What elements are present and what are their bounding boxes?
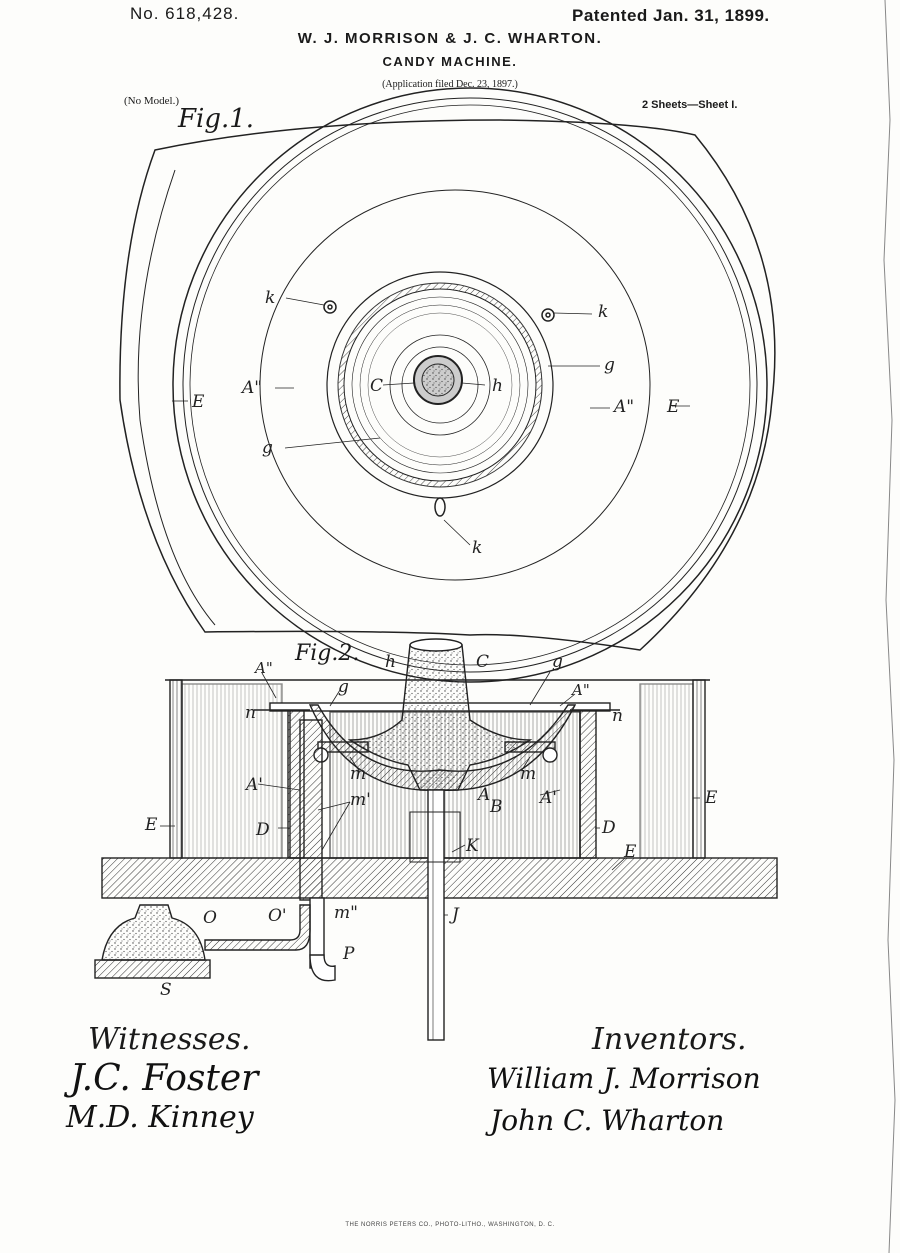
sheet-note: 2 Sheets—Sheet I. bbox=[642, 99, 738, 111]
fig2-ref-a1: A' bbox=[540, 788, 557, 808]
fig2-ref-n: n bbox=[612, 706, 623, 726]
fig1-ref-k: k bbox=[472, 538, 483, 558]
fig2-ref-d: D bbox=[256, 820, 270, 840]
fig2-ref-a2: A" bbox=[572, 681, 590, 699]
fig2-spinner-head bbox=[347, 644, 533, 791]
fig2-ref-m1: m' bbox=[350, 790, 371, 810]
inventors-line: W. J. MORRISON & J. C. WHARTON. bbox=[297, 30, 603, 47]
fig1-rim-outer bbox=[172, 87, 768, 683]
inventor-signature-1: William J. Morrison bbox=[487, 1062, 761, 1095]
torn-edge bbox=[883, 0, 896, 1253]
application-filed: (Application filed Dec. 23, 1897.) bbox=[382, 79, 518, 90]
fig2-ref-h: h bbox=[385, 652, 396, 672]
fig1-ref-h: h bbox=[492, 376, 503, 396]
fig2-ref-g: g bbox=[552, 652, 563, 672]
fig2-ref-k: K bbox=[466, 836, 479, 856]
figure-1 bbox=[119, 87, 776, 683]
fig2-ref-m2: m" bbox=[334, 903, 358, 923]
fig1-ref-g: g bbox=[262, 438, 273, 458]
fig2-lamp-base bbox=[94, 959, 211, 979]
fig1-rim-inner bbox=[182, 97, 758, 673]
model-note: (No Model.) bbox=[124, 95, 179, 107]
witnesses-label: Witnesses. bbox=[88, 1022, 251, 1057]
fig2-ref-a2: A" bbox=[255, 659, 273, 677]
fig2-ref-o1: O' bbox=[268, 906, 287, 926]
fig2-shaft bbox=[427, 789, 445, 1041]
printer-footer: THE NORRIS PETERS CO., PHOTO-LITHO., WAS… bbox=[345, 1222, 555, 1228]
fig1-ref-k: k bbox=[598, 302, 609, 322]
fig2-ref-a1: A' bbox=[246, 775, 263, 795]
figure-2-label: Fig.2. bbox=[295, 641, 360, 666]
fig2-ref-d: D bbox=[602, 818, 616, 838]
fig1-ring bbox=[259, 189, 651, 581]
patent-number: No. 618,428. bbox=[130, 4, 240, 23]
fig2-ref-o: O bbox=[203, 908, 217, 928]
fig1-ref-g: g bbox=[604, 355, 615, 375]
patent-date: Patented Jan. 31, 1899. bbox=[572, 6, 770, 25]
fig2-ref-m: m bbox=[350, 764, 367, 784]
fig1-ref-e: E bbox=[192, 392, 205, 412]
fig1-ref-a2: A" bbox=[242, 378, 263, 398]
patent-title: CANDY MACHINE. bbox=[382, 54, 518, 69]
fig1-ref-c: C bbox=[370, 376, 384, 396]
fig2-bowl bbox=[308, 704, 577, 791]
fig2-ref-j: J bbox=[452, 905, 459, 925]
fig2-ref-m: m bbox=[520, 764, 537, 784]
fig2-ref-n: n bbox=[245, 703, 256, 723]
fig2-ref-s: S bbox=[160, 980, 172, 1000]
fig1-ref-a2: A" bbox=[614, 397, 635, 417]
fig2-lamp bbox=[101, 904, 206, 961]
figure-1-label: Fig.1. bbox=[178, 104, 255, 134]
fig1-ref-e: E bbox=[667, 397, 680, 417]
fig2-ref-g: g bbox=[338, 677, 349, 697]
fig1-outer-pan bbox=[119, 119, 776, 651]
witness-signature-2: M.D. Kinney bbox=[66, 1100, 254, 1135]
witness-signature-1: J.C. Foster bbox=[70, 1058, 259, 1099]
fig1-ref-k: k bbox=[265, 288, 276, 308]
fig2-ref-a: A bbox=[478, 785, 491, 805]
fig2-ref-e: E bbox=[705, 788, 718, 808]
fig2-ref-b: B bbox=[490, 797, 503, 817]
inventors-label: Inventors. bbox=[592, 1022, 747, 1057]
fig2-ref-e: E bbox=[145, 815, 158, 835]
fig2-ref-e: E bbox=[624, 842, 637, 862]
figure-2 bbox=[94, 638, 778, 1041]
fig2-ref-p: P bbox=[343, 944, 355, 964]
fig2-ref-c: C bbox=[476, 652, 490, 672]
inventor-signature-2: John C. Wharton bbox=[490, 1104, 725, 1137]
